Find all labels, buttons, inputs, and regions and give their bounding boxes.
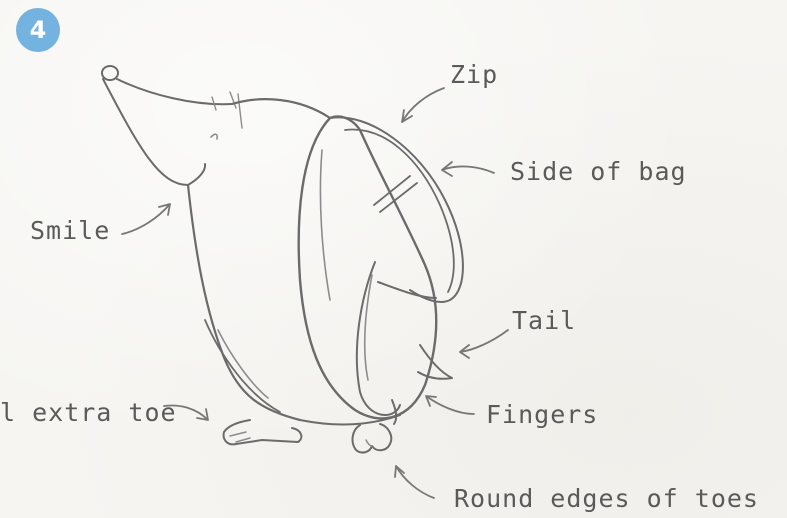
mole-left-foot	[224, 420, 302, 444]
backpack	[299, 117, 463, 419]
arrow-zip	[402, 88, 444, 122]
mole-right-foot	[353, 424, 392, 453]
label-extra-toe: l extra toe	[0, 398, 177, 427]
label-smile: Smile	[30, 216, 110, 245]
label-fingers: Fingers	[486, 400, 598, 429]
mole-head	[102, 66, 242, 185]
label-side-of-bag: Side of bag	[510, 157, 687, 186]
label-round-toes: Round edges of toes	[454, 484, 759, 513]
arrow-round-toes	[395, 466, 434, 498]
label-tail: Tail	[512, 306, 576, 335]
arrow-tail	[460, 330, 508, 358]
label-zip: Zip	[450, 60, 498, 89]
arrow-fingers	[426, 396, 474, 414]
arrow-side-of-bag	[442, 162, 494, 176]
mole-arm	[357, 262, 400, 424]
arrow-smile	[122, 204, 170, 234]
